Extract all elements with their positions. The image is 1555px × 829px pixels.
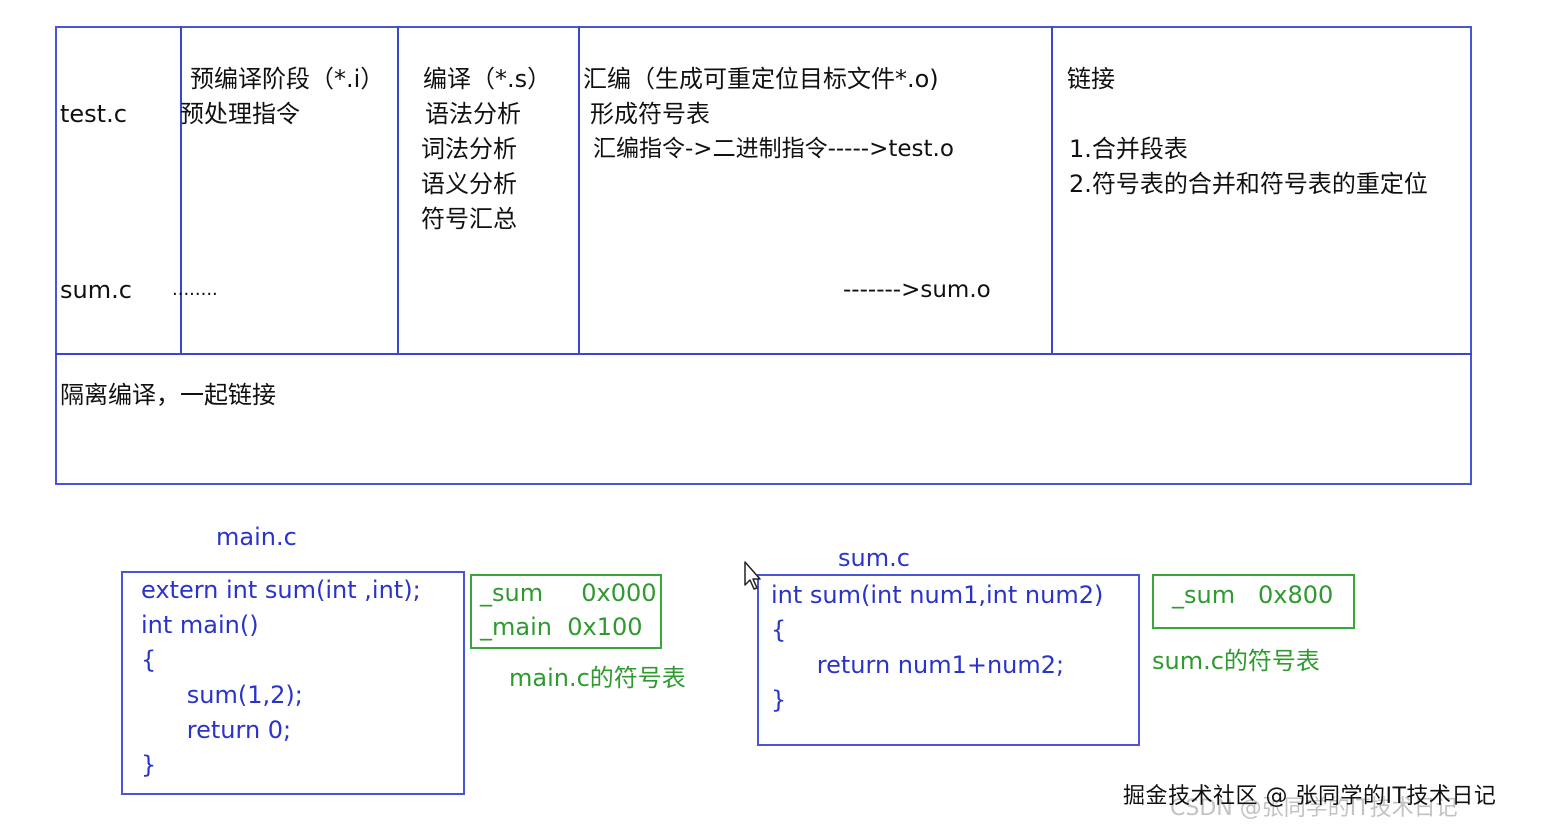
main-symbol-caption: main.c的符号表 [509,664,686,692]
code-line: sum(1,2); [141,681,303,709]
sum-symbol-caption: sum.c的符号表 [1152,647,1320,675]
link-step: 2.符号表的合并和符号表的重定位 [1069,170,1428,198]
column-divider [1051,26,1053,355]
compile-item: 符号汇总 [421,205,517,233]
compile-item: 语义分析 [421,170,517,198]
assemble-line: 汇编指令->二进制指令----->test.o [593,136,954,162]
watermark: 掘金技术社区 @ 张同学的IT技术日记 [1123,784,1497,809]
sum-file-title: sum.c [838,544,910,572]
compile-stages-table [55,26,1472,485]
preprocess-title: 预编译阶段（*.i） [190,65,385,93]
link-title: 链接 [1067,65,1115,93]
preprocess-line: 预处理指令 [180,100,300,128]
assemble-title: 汇编（生成可重定位目标文件*.o) [583,65,939,93]
code-line: } [141,751,157,779]
code-line: return 0; [141,716,292,744]
row-label-test-c: test.c [60,100,127,128]
compile-item: 语法分析 [425,100,521,128]
column-divider [180,26,182,355]
code-line: { [141,646,157,674]
assemble-sum-output: ------->sum.o [843,277,991,303]
column-divider [578,26,580,355]
watermark-ghost: CSDN @张同学的IT技术日记 [1170,796,1458,821]
compile-item: 词法分析 [421,135,517,163]
sum-symbol-table: _sum 0x800 [1152,574,1355,629]
code-line: int main() [141,611,259,639]
main-code-box: extern int sum(int ,int); int main() { s… [121,571,465,795]
symbol-row: _main 0x100 [480,613,643,641]
main-symbol-table: _sum 0x000 _main 0x100 [470,574,662,649]
code-line: { [771,616,787,644]
code-line: extern int sum(int ,int); [141,576,421,604]
code-line: } [771,686,787,714]
code-line: int sum(int num1,int num2) [771,581,1104,609]
row-label-sum-c: sum.c [60,276,132,304]
table-footer-note: 隔离编译，一起链接 [60,381,276,409]
table-row-divider [55,353,1472,355]
sum-code-box: int sum(int num1,int num2) { return num1… [757,574,1140,746]
main-file-title: main.c [216,523,297,551]
mouse-pointer-icon [744,561,764,595]
assemble-line: 形成符号表 [590,100,710,128]
symbol-row: _sum 0x800 [1172,581,1334,609]
link-step: 1.合并段表 [1069,135,1188,163]
code-line: return num1+num2; [771,651,1065,679]
preprocess-sum-dots: ........ [172,279,218,300]
compile-title: 编译（*.s） [423,65,552,93]
symbol-row: _sum 0x000 [480,579,657,607]
column-divider [397,26,399,355]
